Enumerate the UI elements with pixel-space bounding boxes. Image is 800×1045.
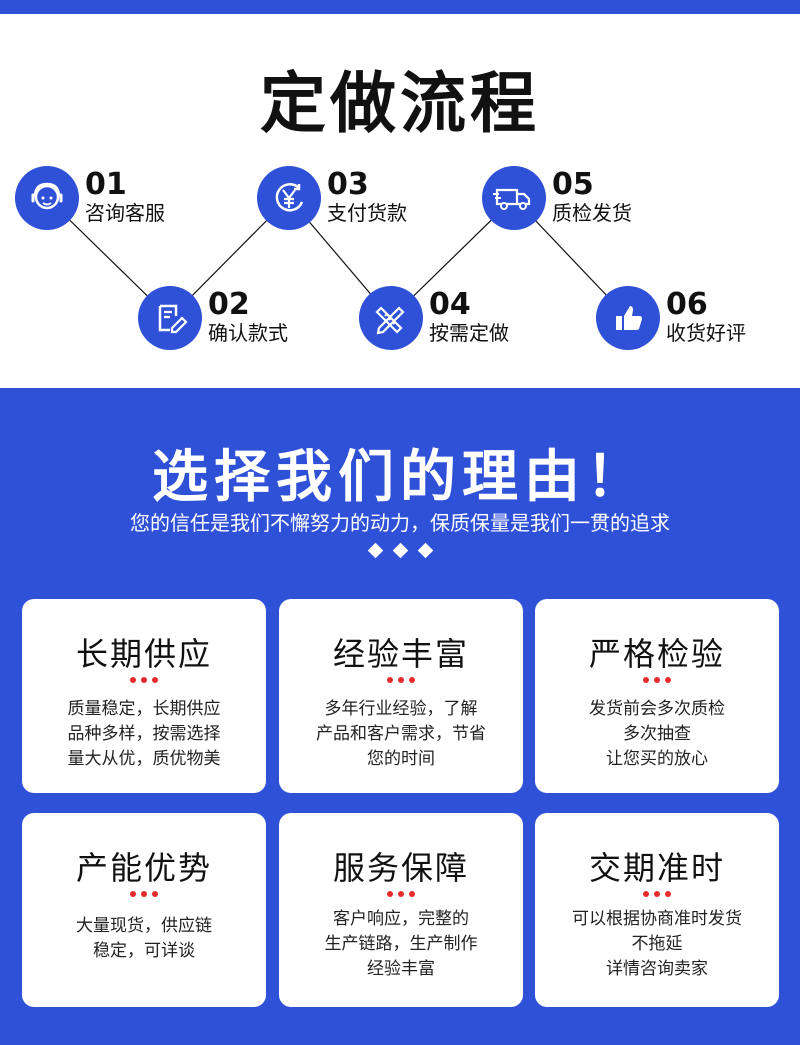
delivery-truck-icon <box>482 166 546 230</box>
dots-divider <box>535 891 779 897</box>
card-title: 经验丰富 <box>332 635 469 673</box>
card-title: 严格检验 <box>588 635 725 673</box>
card-description: 大量现货，供应链稳定，可详谈 <box>76 916 212 961</box>
step-number: 03 <box>327 167 369 202</box>
flow-title: 定做流程 <box>260 65 540 142</box>
reasons-subtitle: 您的信任是我们不懈努力的动力，保质保量是我们一贯的追求 <box>130 511 670 535</box>
card-description: 客户响应，完整的生产链路，生产制作经验丰富 <box>324 909 478 979</box>
pencil-ruler-icon <box>359 286 423 350</box>
step-number: 04 <box>429 287 471 322</box>
step-label: 确认款式 <box>208 321 288 345</box>
step-label: 质检发货 <box>552 201 632 225</box>
yuan-payment-icon <box>257 166 321 230</box>
dots-divider <box>279 891 523 897</box>
step-number: 01 <box>85 167 127 202</box>
dots-divider <box>535 677 779 683</box>
card-description: 可以根据协商准时发货不拖延详情咨询卖家 <box>572 909 742 979</box>
reasons-title: 选择我们的理由！ <box>152 445 648 510</box>
step-label: 咨询客服 <box>85 201 165 225</box>
customer-service-icon <box>15 166 79 230</box>
thumbs-up-icon <box>596 286 660 350</box>
reason-card: 严格检验 发货前会多次质检多次抽查让您买的放心 <box>535 599 779 793</box>
confirm-document-icon <box>138 286 202 350</box>
card-title: 交期准时 <box>588 849 725 887</box>
dots-divider <box>22 677 266 683</box>
diamond-divider <box>0 542 800 559</box>
step-number: 06 <box>666 287 708 322</box>
reason-card: 长期供应 质量稳定，长期供应品种多样，按需选择量大从优，质优物美 <box>22 599 266 793</box>
card-description: 质量稳定，长期供应品种多样，按需选择量大从优，质优物美 <box>67 699 221 769</box>
card-title: 服务保障 <box>332 849 469 887</box>
top-accent-bar <box>0 0 800 14</box>
step-label: 支付货款 <box>327 201 407 225</box>
step-label: 收货好评 <box>666 321 746 345</box>
dots-divider <box>22 891 266 897</box>
card-title: 长期供应 <box>75 635 212 673</box>
step-number: 05 <box>552 167 594 202</box>
card-description: 多年行业经验，了解产品和客户需求，节省您的时间 <box>316 699 486 769</box>
reason-card: 产能优势 大量现货，供应链稳定，可详谈 <box>22 813 266 1007</box>
dots-divider <box>279 677 523 683</box>
card-title: 产能优势 <box>75 849 212 887</box>
card-description: 发货前会多次质检多次抽查让您买的放心 <box>589 699 725 769</box>
reason-card: 服务保障 客户响应，完整的生产链路，生产制作经验丰富 <box>279 813 523 1007</box>
step-label: 按需定做 <box>429 321 509 345</box>
step-number: 02 <box>208 287 250 322</box>
reason-card: 交期准时 可以根据协商准时发货不拖延详情咨询卖家 <box>535 813 779 1007</box>
reason-card: 经验丰富 多年行业经验，了解产品和客户需求，节省您的时间 <box>279 599 523 793</box>
